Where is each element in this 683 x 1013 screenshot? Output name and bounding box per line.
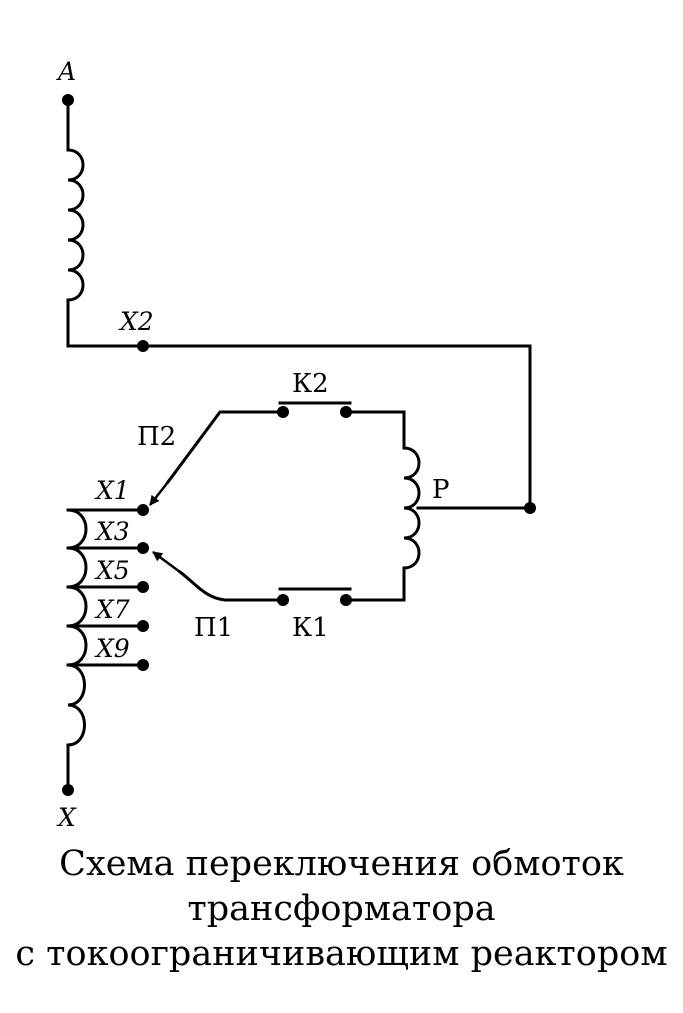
main-winding-upper xyxy=(66,148,85,302)
label-K1: К1 xyxy=(292,613,329,643)
label-P1: П1 xyxy=(194,613,233,643)
caption-line-3: с токоограничивающим реактором xyxy=(15,934,668,974)
label-K2: К2 xyxy=(292,369,329,399)
label-X7: X7 xyxy=(94,595,130,624)
label-X: X xyxy=(56,803,77,832)
tap-X3 xyxy=(137,542,149,554)
wire-X2-bus xyxy=(66,344,532,510)
tap-X7 xyxy=(137,620,149,632)
junction-reactor xyxy=(524,502,536,514)
label-X2: X2 xyxy=(118,307,154,336)
tap-X1 xyxy=(137,504,149,516)
wire-reactor-bottom xyxy=(344,566,406,602)
diagram-caption: Схема переключения обмоток трансформатор… xyxy=(0,842,683,977)
label-X1: X1 xyxy=(94,476,130,505)
main-winding-lower xyxy=(66,663,86,747)
selector-P1-arm xyxy=(177,569,285,602)
terminal-X2 xyxy=(137,340,149,352)
selector-P2-arm xyxy=(165,410,285,485)
tap-X5 xyxy=(137,581,149,593)
selector-P2-arrow xyxy=(149,481,169,506)
reactor-coil xyxy=(402,446,421,570)
contact-K1-right xyxy=(340,594,352,606)
caption-line-2: трансформатора xyxy=(187,889,496,929)
contact-K2-right xyxy=(340,406,352,418)
caption-line-1: Схема переключения обмоток xyxy=(59,844,624,884)
label-X3: X3 xyxy=(94,517,130,546)
label-A: A xyxy=(56,57,76,86)
selector-P1-arrow xyxy=(152,550,181,574)
label-X5: X5 xyxy=(94,556,130,585)
tap-X9 xyxy=(137,659,149,671)
label-P2: П2 xyxy=(137,422,176,452)
wire-reactor-top xyxy=(344,410,406,450)
terminal-X xyxy=(62,784,74,796)
label-R: Р xyxy=(432,475,450,505)
label-X9: X9 xyxy=(94,634,130,663)
